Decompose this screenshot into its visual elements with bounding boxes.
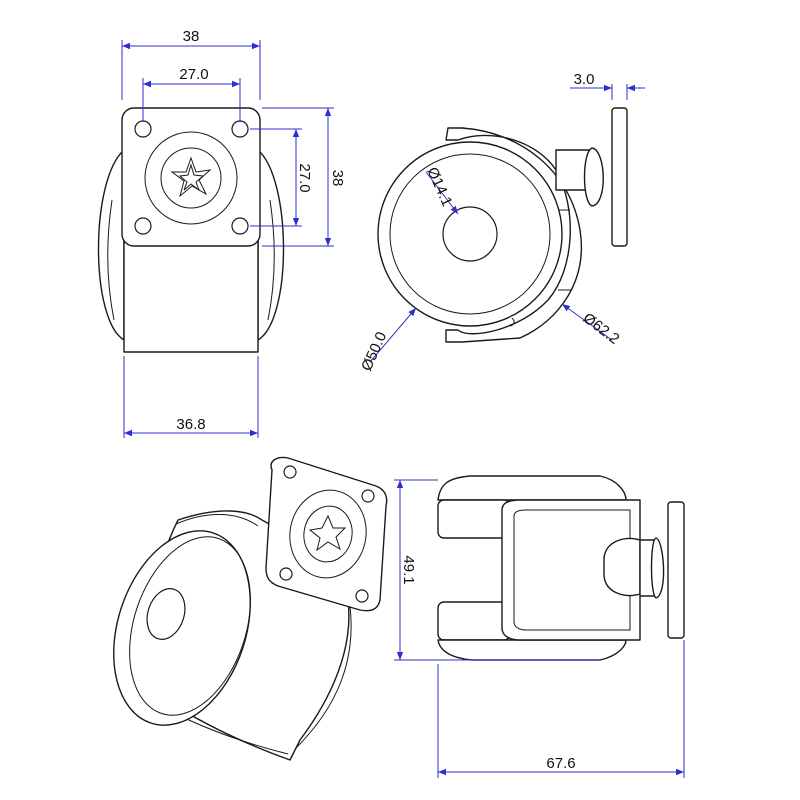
iso-mount-hole-2 <box>361 489 375 503</box>
dim-wheel-diameter: Ø50.0 <box>358 329 390 373</box>
wheel-tread <box>389 153 551 315</box>
dim-top-width: 38 <box>183 28 200 45</box>
mount-hole-tr <box>231 120 249 138</box>
wheel-hub <box>442 206 498 262</box>
top-plate <box>121 107 261 247</box>
front-view: 38 27.0 27.0 38 36.8 <box>97 28 346 438</box>
mount-hole-bl <box>134 217 152 235</box>
bearing-ring-inner <box>160 147 222 209</box>
iso-wheel-hub <box>146 588 186 640</box>
bearing-ring-outer <box>144 131 238 225</box>
top-swivel-knob <box>603 537 641 597</box>
top-mount-plate <box>667 501 685 639</box>
mount-hole-tl <box>134 120 152 138</box>
side-view: 3.0 Ø14.1 Ø50.0 Ø62.2 <box>358 71 645 374</box>
top-wheel-lower-edge <box>437 639 627 661</box>
iso-wheel-face <box>113 530 251 726</box>
iso-top-plate <box>265 456 388 612</box>
dim-base-width: 36.8 <box>176 416 205 433</box>
swivel-ball <box>583 147 604 207</box>
dim-total-height: 49.1 <box>400 555 417 584</box>
dim-plate-height: 38 <box>329 170 346 187</box>
isometric-view <box>113 456 388 761</box>
iso-swivel-rivet-icon <box>308 514 347 552</box>
dim-swivel-diameter: Ø62.2 <box>580 310 623 348</box>
mount-plate-side <box>611 107 628 247</box>
top-fork <box>501 499 641 641</box>
fork-shell <box>445 127 582 343</box>
top-view: 49.1 67.6 <box>394 475 685 778</box>
mount-hole-br <box>231 217 249 235</box>
iso-mount-hole-3 <box>279 567 293 581</box>
top-wheel-upper <box>437 499 511 539</box>
wheel-left-bulge <box>97 149 125 341</box>
iso-mount-hole-4 <box>355 589 369 603</box>
fork-body <box>123 229 259 353</box>
dim-total-length: 67.6 <box>546 755 575 772</box>
dim-hole-spacing-h: 27.0 <box>179 66 208 83</box>
swivel-rivet-icon <box>170 156 212 198</box>
wheel-right-bulge <box>257 149 285 341</box>
iso-mount-hole-1 <box>283 465 297 479</box>
dim-plate-thickness: 3.0 <box>574 71 595 88</box>
dim-hole-spacing-v: 27.0 <box>296 163 313 192</box>
top-wheel-upper-edge <box>437 475 627 501</box>
top-wheel-lower <box>437 601 511 641</box>
